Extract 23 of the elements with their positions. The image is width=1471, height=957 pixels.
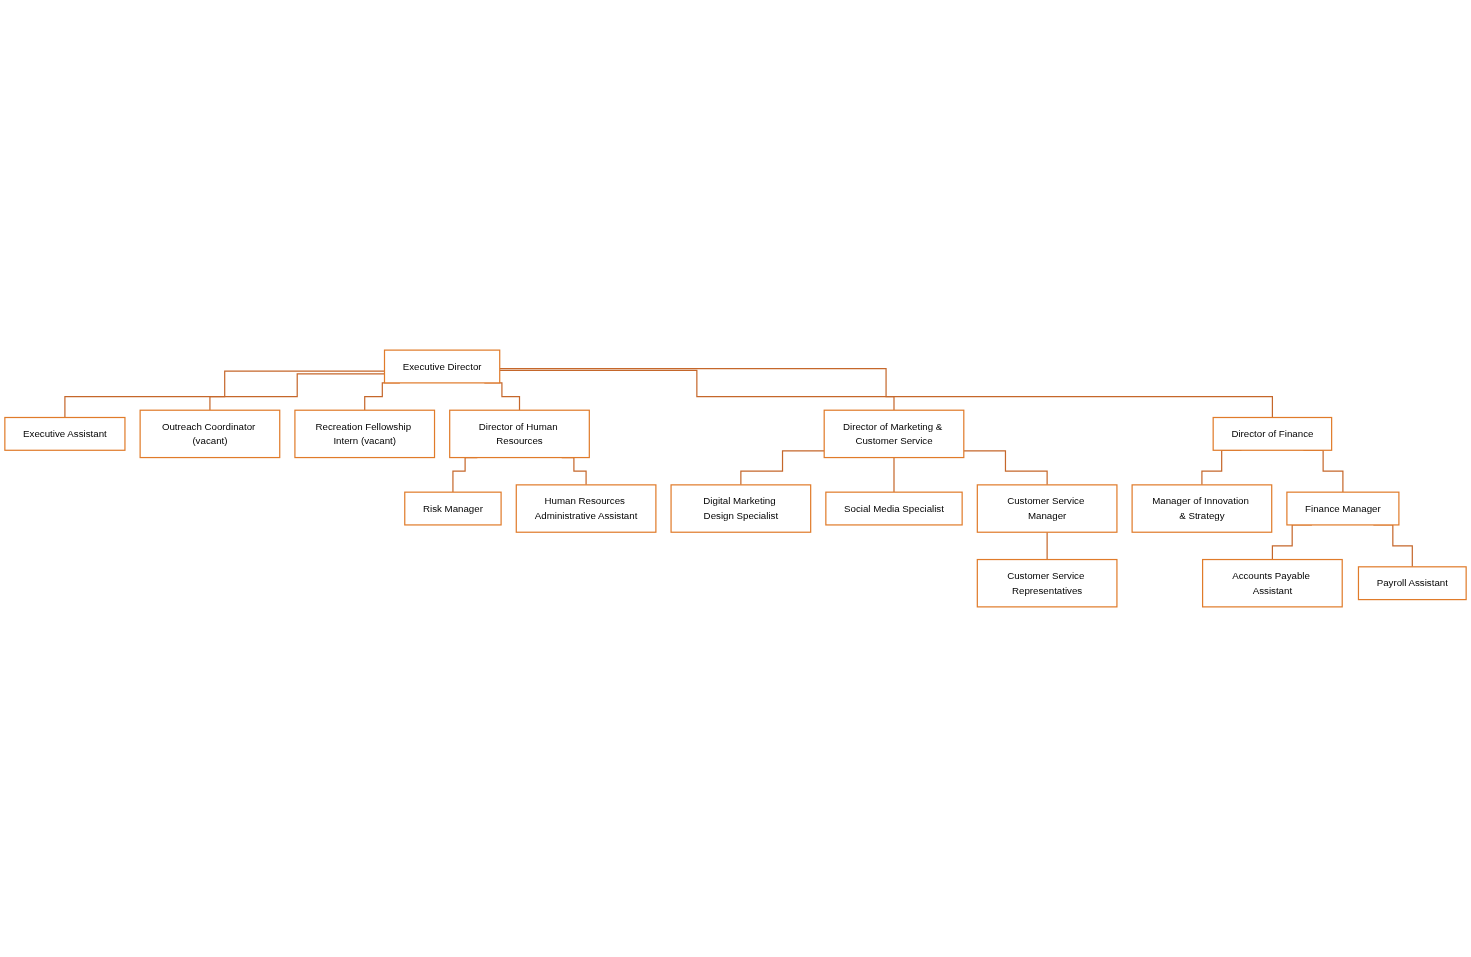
node-box: Digital Marketing Design Specialist [670, 484, 812, 533]
node-box: Risk Manager [404, 491, 502, 526]
node-box: Customer Service Manager [976, 484, 1118, 533]
node-box: Payroll Assistant [1357, 566, 1467, 601]
node-box: Manager of Innovation & Strategy [1131, 484, 1273, 533]
node-box: Social Media Specialist [825, 491, 963, 526]
node-box: Finance Manager [1286, 491, 1400, 526]
node-box: Recreation Fellowship Intern (vacant) [294, 409, 436, 459]
connector [893, 456, 895, 493]
connector [740, 450, 825, 486]
connector [499, 368, 1273, 419]
connector [499, 369, 895, 411]
node-box: Customer Service Representatives [976, 558, 1118, 608]
connector [1046, 531, 1048, 561]
node-box: Outreach Coordinator (vacant) [139, 409, 281, 459]
node-box: Director of Finance [1212, 416, 1333, 451]
node-box: Executive Director [383, 349, 501, 384]
node-box: Human Resources Administrative Assistant [515, 484, 657, 533]
node-box: Director of Human Resources [449, 409, 590, 459]
node-box: Executive Assistant [4, 416, 126, 451]
connector [963, 450, 1048, 486]
node-box: Director of Marketing & Customer Service [823, 409, 965, 459]
node-box: Accounts Payable Assistant [1202, 558, 1343, 608]
